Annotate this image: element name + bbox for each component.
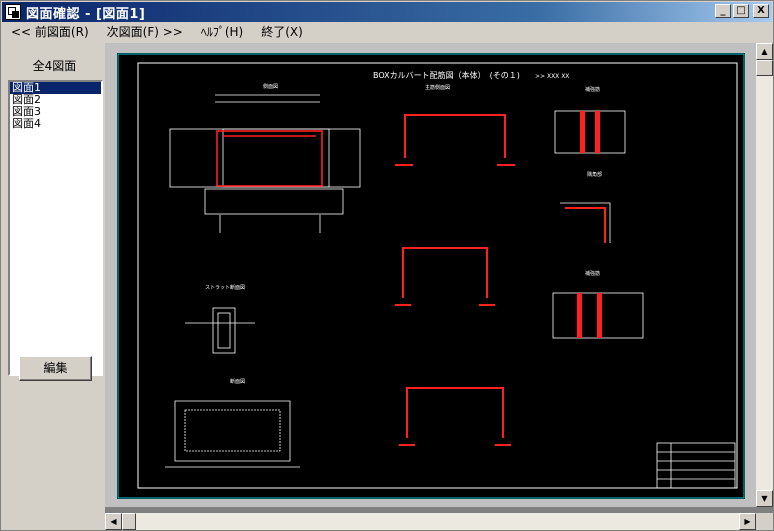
app-icon [5,4,21,20]
menu-bar: << 前図面(R) 次図面(F) >> ﾍﾙﾌﾟ(H) 終了(X) [2,22,772,41]
list-item-drawing-1[interactable]: 図面1 [10,82,101,94]
corner-detail: 隅角部 [560,171,611,243]
svg-text:ストラット断面図: ストラット断面図 [205,284,245,291]
horizontal-scroll-thumb[interactable] [122,513,136,530]
vertical-scroll-thumb[interactable] [756,60,773,76]
strut-section: ストラット断面図 [185,284,255,354]
rebar-view-middle [395,247,495,306]
drawing-title: BOXカルバート配筋図（本体） (その１) [373,70,520,80]
horizontal-scrollbar[interactable]: ◀ ▶ [105,513,756,530]
edit-button[interactable]: 編集 [19,356,92,381]
rebar-view-top: 主筋側面図 [395,84,515,166]
scroll-up-button[interactable]: ▲ [756,43,773,60]
vertical-scrollbar[interactable]: ▲ ▼ [756,43,773,507]
menu-help[interactable]: ﾍﾙﾌﾟ(H) [200,25,244,39]
section-view: 断面図 [165,378,300,468]
window-title: 図面確認 - [図面1] [26,6,146,22]
cad-drawing: BOXカルバート配筋図（本体） (その１) >> XXX XX 側面図 [117,53,745,499]
minimize-button[interactable]: _ [715,4,731,18]
list-item-drawing-3[interactable]: 図面3 [12,105,41,118]
svg-text:補強筋: 補強筋 [585,86,600,93]
scroll-right-button[interactable]: ▶ [739,513,756,530]
svg-text:隅角部: 隅角部 [587,171,602,178]
drawing-title-note: >> XXX XX [535,73,569,80]
list-item-drawing-2[interactable]: 図面2 [12,93,41,106]
menu-prev-drawing[interactable]: << 前図面(R) [11,25,89,39]
svg-text:側面図: 側面図 [263,83,278,90]
sidebar: 全4図面 図面1 図面2 図面3 図面4 編集 [2,43,105,530]
svg-text:断面図: 断面図 [230,378,245,385]
svg-text:主筋側面図: 主筋側面図 [425,84,450,91]
side-view: 側面図 [169,83,361,233]
drawing-canvas[interactable]: BOXカルバート配筋図（本体） (その１) >> XXX XX 側面図 [105,43,756,507]
menu-exit[interactable]: 終了(X) [261,25,303,39]
scroll-left-button[interactable]: ◀ [105,513,122,530]
list-item-drawing-4[interactable]: 図面4 [12,117,41,130]
drawing-viewport: BOXカルバート配筋図（本体） (その１) >> XXX XX 側面図 [105,43,773,530]
title-block [656,442,736,489]
maximize-button[interactable]: □ [733,4,749,18]
close-button[interactable]: X [753,4,769,18]
rebar-view-bottom [399,387,511,446]
all-drawings-button[interactable]: 全4図面 [32,59,77,73]
title-bar[interactable]: 図面確認 - [図面1] _ □ X [2,2,772,22]
svg-text:補強筋: 補強筋 [585,270,600,277]
menu-next-drawing[interactable]: 次図面(F) >> [106,25,183,39]
scroll-down-button[interactable]: ▼ [756,490,773,507]
drawing-list[interactable]: 図面1 図面2 図面3 図面4 [8,80,103,376]
scrollbar-corner [756,513,773,530]
reinforcement-detail-top: 補強筋 [554,86,626,154]
